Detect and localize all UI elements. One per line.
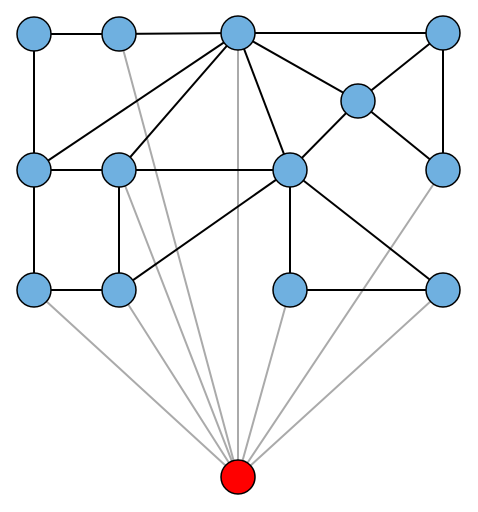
gray-edge-B-N — [118, 33, 239, 478]
graph-node-F — [16, 152, 52, 188]
apex-node — [220, 459, 256, 495]
gray-edge-L-N — [237, 289, 291, 478]
secondary-edges — [33, 33, 444, 478]
gray-edge-J-N — [33, 289, 239, 478]
graph-node-B — [101, 16, 137, 52]
graph-node-E — [340, 83, 376, 119]
black-edge-H-K — [118, 169, 291, 291]
black-edge-E-I — [357, 100, 444, 171]
black-edge-C-F — [33, 32, 239, 171]
graph-node-A — [16, 16, 52, 52]
gray-edge-M-N — [237, 289, 444, 478]
black-edge-C-H — [237, 32, 291, 171]
graph-node-L — [272, 272, 308, 308]
graph-node-J — [16, 272, 52, 308]
graph-node-I — [425, 152, 461, 188]
graph-node-K — [101, 272, 137, 308]
graph-node-D — [425, 15, 461, 51]
gray-edge-K-N — [118, 289, 239, 478]
graph-node-C — [220, 15, 256, 51]
black-edge-H-M — [289, 169, 444, 291]
black-edge-D-E — [357, 32, 444, 102]
graph-node-M — [425, 272, 461, 308]
graph-node-G — [101, 152, 137, 188]
graph-node-H — [272, 152, 308, 188]
gray-edge-I-N — [237, 169, 444, 478]
black-edge-C-G — [118, 32, 239, 171]
black-edge-B-C — [118, 32, 239, 35]
graph-nodes — [16, 15, 461, 495]
primary-edges — [33, 32, 444, 291]
gray-edge-G-N — [118, 169, 239, 478]
black-edge-C-E — [237, 32, 359, 102]
